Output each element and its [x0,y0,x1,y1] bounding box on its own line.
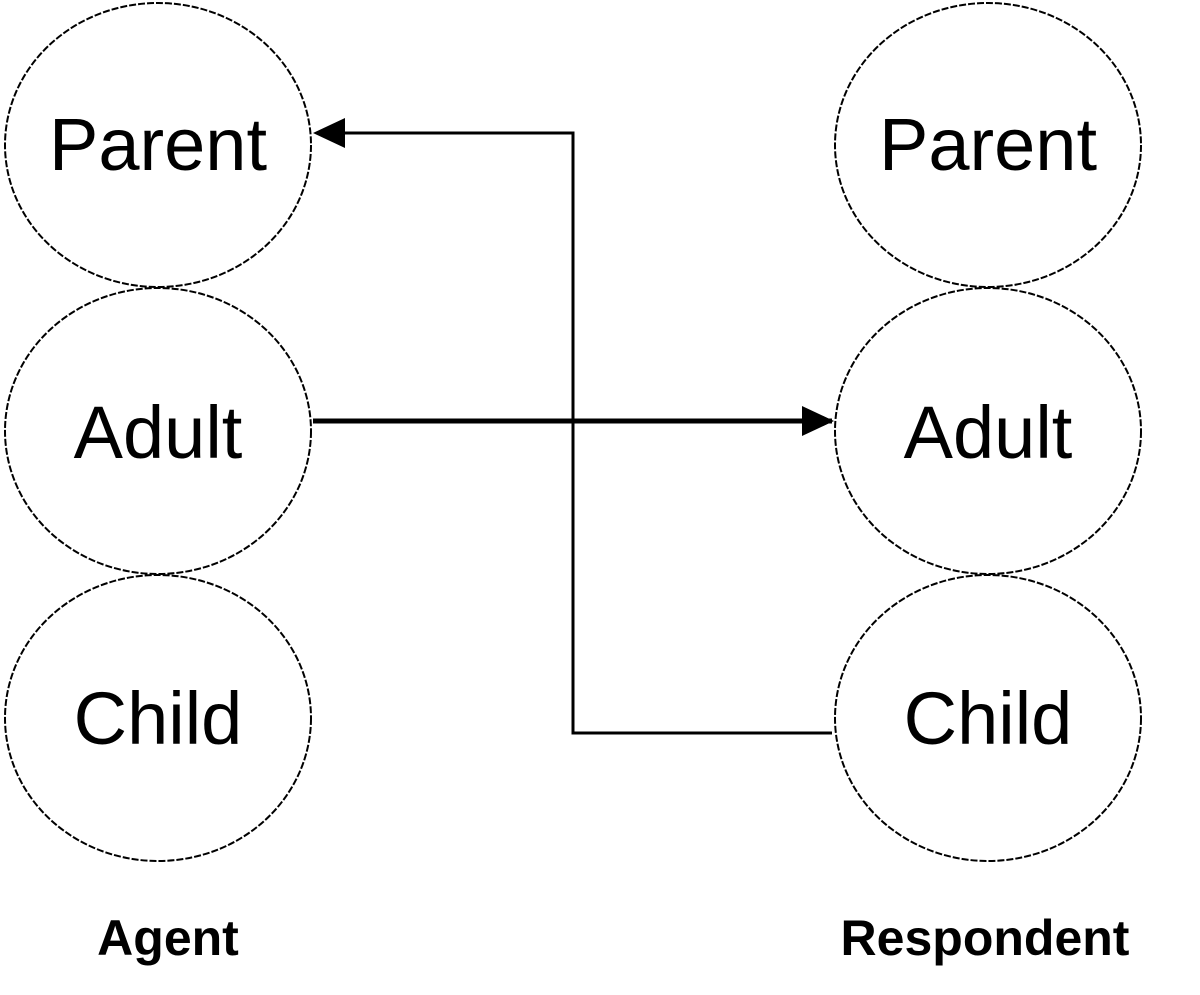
respondent-parent-label: Parent [879,103,1097,186]
agent-parent-node: Parent [4,2,312,288]
agent-child-label: Child [74,677,243,760]
agent-adult-node: Adult [4,287,312,575]
respondent-child-node: Child [834,574,1142,862]
child-to-parent-arrow [340,131,832,735]
respondent-adult-node: Adult [834,287,1142,575]
respondent-column-label: Respondent [841,910,1130,966]
parent-arrowhead-icon [313,118,345,148]
respondent-adult-label: Adult [904,391,1073,474]
agent-child-node: Child [4,574,312,862]
adult-arrowhead-icon [802,406,834,436]
respondent-child-label: Child [904,677,1073,760]
agent-parent-label: Parent [49,103,267,186]
agent-column-label: Agent [97,910,239,966]
agent-adult-label: Adult [74,391,243,474]
respondent-parent-node: Parent [834,2,1142,288]
